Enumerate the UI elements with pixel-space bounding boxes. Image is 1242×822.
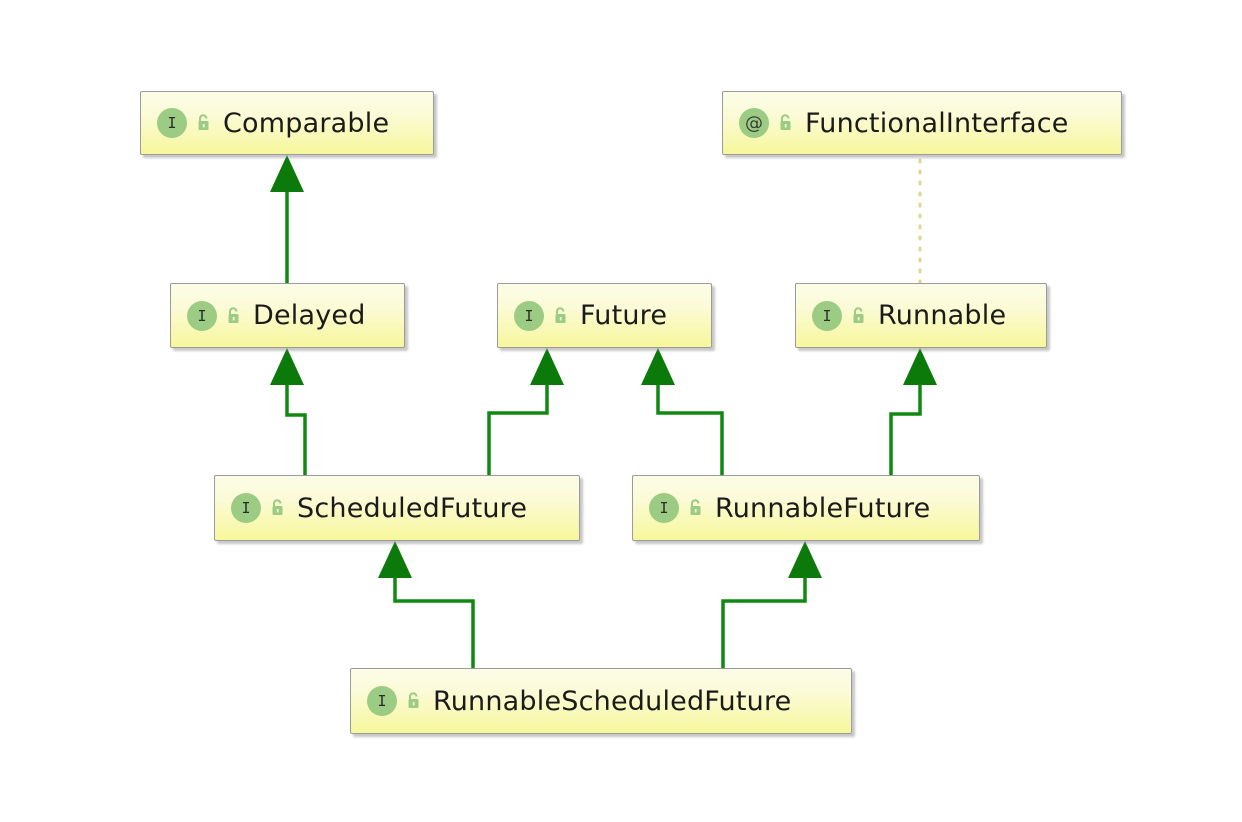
edge-line xyxy=(487,368,549,475)
node-label: Future xyxy=(580,300,668,331)
interface-badge-icon: I xyxy=(514,300,544,331)
open-lock-icon xyxy=(228,306,239,323)
node-label: Delayed xyxy=(253,300,366,331)
edge-line xyxy=(285,368,307,475)
edge-runnablefuture-to-future xyxy=(641,348,724,475)
edge-scheduledfuture-to-delayed xyxy=(270,348,307,475)
edge-runnablescheduledfuture-to-scheduledfuture xyxy=(378,541,475,668)
node-comparable[interactable]: I Comparable xyxy=(140,91,434,155)
node-delayed[interactable]: I Delayed xyxy=(170,283,405,348)
open-lock-icon xyxy=(853,306,864,323)
interface-badge-icon: I xyxy=(187,300,217,331)
interface-badge-icon: I xyxy=(231,493,261,523)
interface-badge-icon: I xyxy=(812,300,842,331)
generalization-arrowhead-icon xyxy=(270,348,304,385)
node-label: FunctionalInterface xyxy=(805,107,1069,139)
node-runnable[interactable]: I Runnable xyxy=(795,283,1047,348)
node-scheduledfuture[interactable]: I ScheduledFuture xyxy=(214,475,580,541)
edge-line xyxy=(393,561,475,668)
node-label: ScheduledFuture xyxy=(297,492,528,524)
generalization-arrowhead-icon xyxy=(788,541,822,578)
interface-badge-icon: I xyxy=(367,686,397,716)
generalization-arrowhead-icon xyxy=(378,541,412,578)
node-future[interactable]: I Future xyxy=(497,283,712,348)
edge-line xyxy=(889,368,922,475)
node-runnablescheduledfuture[interactable]: I RunnableScheduledFuture xyxy=(350,668,852,734)
edge-delayed-to-comparable xyxy=(270,155,304,283)
open-lock-icon xyxy=(690,499,701,515)
interface-badge-icon: I xyxy=(157,108,187,138)
node-functionalinterface[interactable]: @ FunctionalInterface xyxy=(722,91,1122,155)
open-lock-icon xyxy=(555,306,566,323)
node-label: RunnableFuture xyxy=(715,492,931,524)
generalization-arrowhead-icon xyxy=(641,348,675,385)
node-runnablefuture[interactable]: I RunnableFuture xyxy=(632,475,980,541)
node-label: Comparable xyxy=(223,107,390,139)
edge-runnablefuture-to-runnable xyxy=(889,348,937,475)
generalization-arrowhead-icon xyxy=(903,348,937,385)
open-lock-icon xyxy=(408,692,419,708)
annotation-badge-icon: @ xyxy=(739,108,769,138)
open-lock-icon xyxy=(780,114,791,130)
node-label: RunnableScheduledFuture xyxy=(433,685,792,717)
generalization-arrowhead-icon xyxy=(270,155,304,192)
node-label: Runnable xyxy=(878,300,1007,331)
open-lock-icon xyxy=(272,499,283,515)
interface-badge-icon: I xyxy=(649,493,679,523)
edge-line xyxy=(721,561,807,668)
edge-line xyxy=(656,368,724,475)
edge-scheduledfuture-to-future xyxy=(487,348,564,475)
generalization-arrowhead-icon xyxy=(530,348,564,385)
open-lock-icon xyxy=(198,114,209,130)
edge-runnablescheduledfuture-to-runnablefuture xyxy=(721,541,822,668)
